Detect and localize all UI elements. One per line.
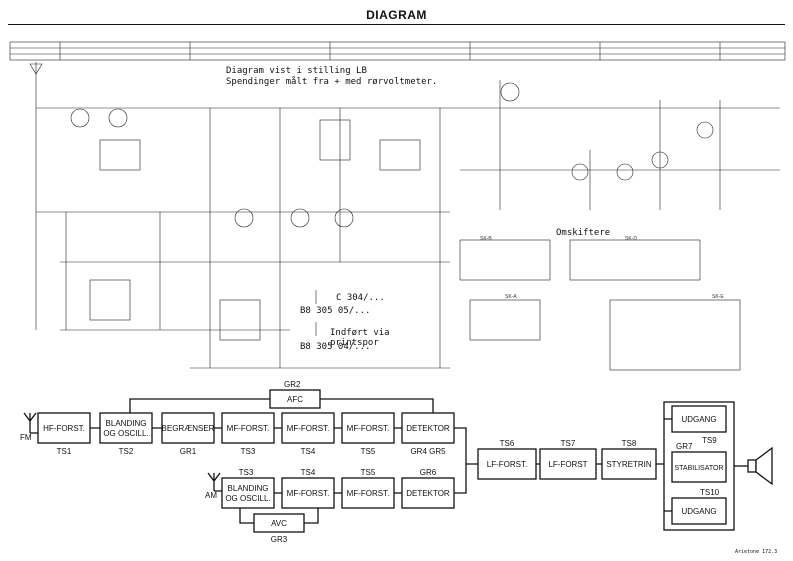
blanding-am-line1: BLANDING	[228, 484, 269, 493]
udgang2-label: UDGANG	[681, 507, 716, 516]
label-am: AM	[205, 491, 217, 500]
note-ref-a: B8 305 05/...	[300, 306, 371, 316]
note-c304: C 304/...	[336, 293, 385, 303]
am-mf1-label: MF-FORST.	[287, 489, 330, 498]
blanding-am-line2: OG OSCILL.	[225, 494, 270, 503]
note-stilling: Diagram vist i stilling LB	[226, 66, 367, 76]
label-gr4-gr5: GR4 GR5	[410, 447, 446, 456]
label-ts4: TS4	[301, 447, 316, 456]
label-ts1: TS1	[57, 447, 72, 456]
title-rule	[8, 24, 785, 25]
switch-label-sk-d: SK-D	[625, 236, 637, 242]
label-am-ts3: TS3	[239, 468, 254, 477]
block-udgang-2	[671, 497, 727, 525]
note-omskiftere: Omskiftere	[556, 228, 611, 238]
block-lf-forst-2	[539, 448, 597, 480]
block-stabilisator	[671, 451, 727, 483]
note-footer: Arietone 172.3	[735, 549, 778, 555]
label-gr6: GR6	[420, 468, 437, 477]
mf3-label: MF-FORST.	[347, 424, 390, 433]
avc-label: AVC	[271, 519, 287, 528]
styretrin-label: STYRETRIN	[606, 460, 652, 469]
detektor-am-label: DETEKTOR	[406, 489, 450, 498]
label-gr1: GR1	[180, 447, 197, 456]
reference-table	[9, 41, 786, 61]
begraenser-label: BEGRÆNSER	[162, 424, 215, 433]
label-gr7: GR7	[676, 442, 693, 451]
label-gr2: GR2	[284, 380, 301, 389]
switch-label-sk-a: SK-A	[505, 294, 517, 300]
blanding-fm-line1: BLANDING	[106, 419, 147, 428]
blanding-fm-line2: OG OSCILL.	[103, 429, 148, 438]
note-ref-b: B8 305 04/...	[300, 342, 371, 352]
note-indfoert: Indført via printspor	[330, 328, 390, 348]
label-ts10: TS10	[700, 488, 720, 497]
afc-label: AFC	[287, 395, 303, 404]
block-detektor-am	[401, 477, 455, 509]
label-ts7: TS7	[561, 439, 576, 448]
detektor-fm-label: DETEKTOR	[406, 424, 450, 433]
switch-label-sk-e: SK-E	[712, 294, 724, 300]
label-am-ts4: TS4	[301, 468, 316, 477]
am-antenna-icon	[207, 472, 221, 491]
block-begraenser	[161, 412, 215, 444]
block-blanding-fm	[99, 412, 153, 444]
circuit-wiring	[29, 62, 780, 371]
block-mf-forst-1	[221, 412, 275, 444]
label-ts2: TS2	[119, 447, 134, 456]
block-mf-forst-2	[281, 412, 335, 444]
mf1-label: MF-FORST.	[227, 424, 270, 433]
label-am-ts5: TS5	[361, 468, 376, 477]
label-gr3: GR3	[271, 535, 288, 544]
lf1-label: LF-FORST.	[487, 460, 527, 469]
label-ts6: TS6	[500, 439, 515, 448]
lf2-label: LF-FORST	[548, 460, 587, 469]
block-styretrin	[601, 448, 657, 480]
label-ts8: TS8	[622, 439, 637, 448]
stabilisator-label: STABILISATOR	[674, 465, 723, 472]
label-ts3: TS3	[241, 447, 256, 456]
note-spendinger: Spendinger målt fra + med rørvoltmeter.	[226, 77, 438, 87]
label-ts5: TS5	[361, 447, 376, 456]
label-fm: FM	[20, 433, 32, 442]
block-blanding-am	[221, 477, 275, 509]
hf-label: HF-FORST.	[43, 424, 85, 433]
block-diagram: FM GR2 AFC HF-FORST. TS1 BLANDING OG OSC…	[20, 380, 773, 544]
speaker-icon	[747, 446, 773, 486]
fm-antenna-icon	[23, 412, 37, 433]
am-mf2-label: MF-FORST.	[347, 489, 390, 498]
label-ts9: TS9	[702, 436, 717, 445]
switch-label-sk-b: SK-B	[480, 236, 492, 242]
udgang1-label: UDGANG	[681, 415, 716, 424]
mf2-label: MF-FORST.	[287, 424, 330, 433]
page-title: DIAGRAM	[366, 8, 427, 22]
block-detektor-fm	[401, 412, 455, 444]
